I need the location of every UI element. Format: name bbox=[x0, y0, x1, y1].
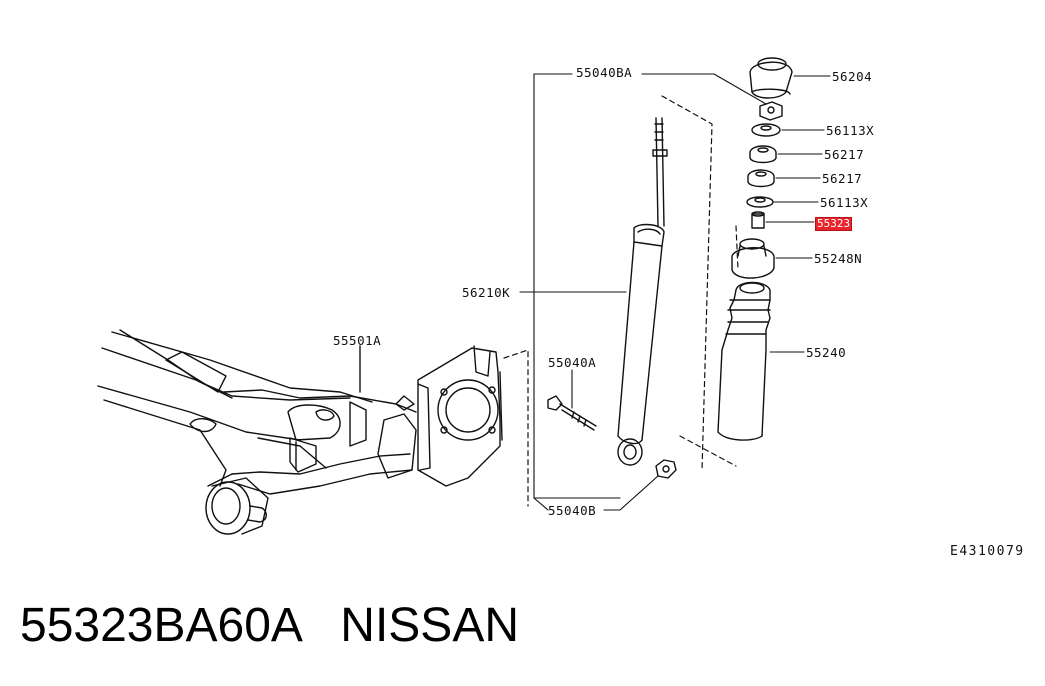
assembly-outlines bbox=[503, 95, 739, 507]
leader-lines bbox=[519, 73, 831, 511]
label-56113X-bottom: 56113X bbox=[820, 195, 869, 210]
label-55323-highlighted[interactable]: 55323 bbox=[815, 217, 853, 231]
label-56113X-top: 56113X bbox=[826, 123, 875, 138]
label-55040A: 55040A bbox=[548, 355, 597, 370]
spindle-bracket bbox=[417, 345, 503, 487]
label-55248N: 55248N bbox=[814, 251, 863, 266]
shock-absorber bbox=[617, 117, 668, 466]
label-56217-top: 56217 bbox=[824, 147, 865, 162]
part-number: 55323BA60A bbox=[20, 599, 301, 652]
label-56217-bottom: 56217 bbox=[822, 171, 863, 186]
label-55240: 55240 bbox=[806, 345, 847, 360]
part-caption: 55323BA60A NISSAN bbox=[20, 596, 519, 656]
diagram-code: E4310079 bbox=[950, 544, 1025, 559]
brand-name: NISSAN bbox=[340, 599, 519, 652]
rear-axle-beam bbox=[97, 329, 417, 535]
rear-suspension-exploded-diagram bbox=[97, 57, 831, 535]
label-55501A: 55501A bbox=[333, 333, 382, 348]
bolt-55040A bbox=[547, 395, 597, 431]
nut-55040B bbox=[655, 459, 677, 479]
label-56210K: 56210K bbox=[462, 285, 511, 300]
label-55040B: 55040B bbox=[548, 503, 597, 518]
mount-stack bbox=[717, 57, 793, 441]
label-56204: 56204 bbox=[832, 69, 873, 84]
label-55040BA: 55040BA bbox=[576, 65, 633, 80]
